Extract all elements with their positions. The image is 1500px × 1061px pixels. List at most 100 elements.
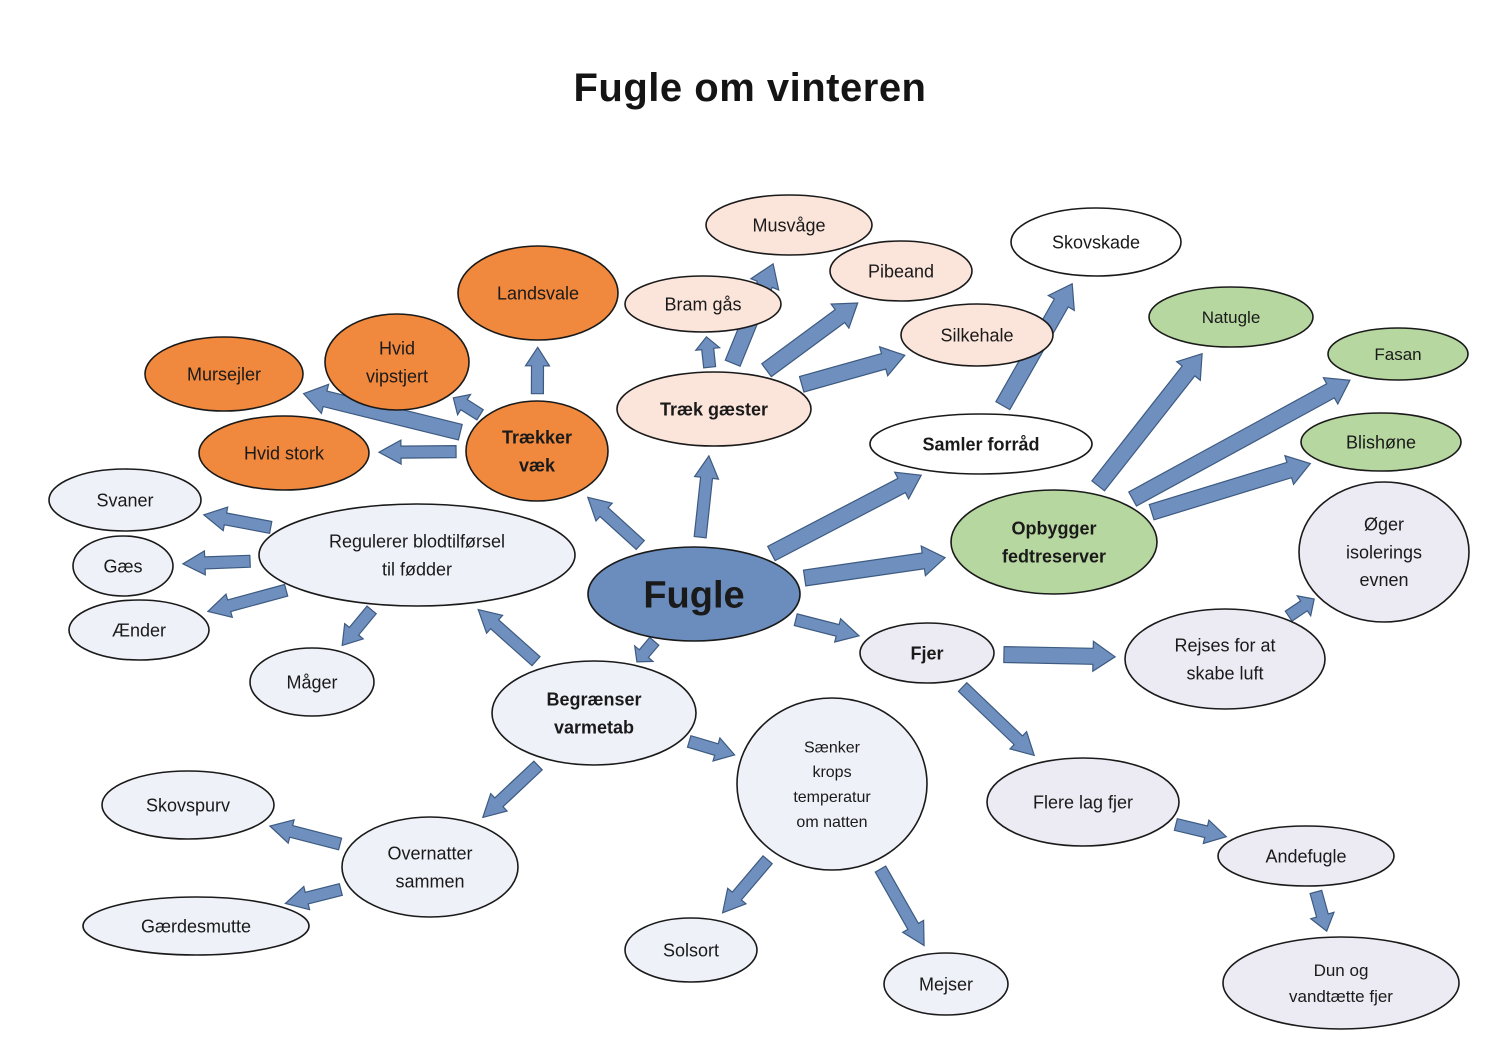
node-label-samler-forrad: Samler forråd bbox=[922, 434, 1039, 454]
arrow-overnatter-to-gardesmutte bbox=[284, 882, 344, 911]
node-label-mejser: Mejser bbox=[919, 974, 973, 994]
node-shape-skovspurv bbox=[101, 770, 275, 840]
arrow-trakker-vak-to-hvid-vipstjert bbox=[452, 393, 485, 421]
node-label-skovspurv: Skovspurv bbox=[146, 795, 230, 815]
node-label-musvage: Musvåge bbox=[752, 215, 825, 235]
node-label-hvid-stork: Hvid stork bbox=[244, 443, 325, 463]
arrow-regulerer-to-svaner bbox=[202, 506, 273, 535]
node-label-ander: Ænder bbox=[112, 620, 166, 640]
node-shape-blishone bbox=[1300, 412, 1462, 472]
node-label-pibeand: Pibeand bbox=[868, 261, 934, 281]
node-label-svaner: Svaner bbox=[96, 490, 153, 510]
node-hvid-stork: Hvid stork bbox=[198, 415, 370, 491]
arrow-opbygger-to-natugle bbox=[1091, 352, 1203, 492]
node-label-flere-lag: Flere lag fjer bbox=[1033, 792, 1133, 812]
node-label-fugle: Fugle bbox=[643, 574, 744, 616]
node-svaner: Svaner bbox=[48, 468, 202, 532]
node-label-rejses: skabe luft bbox=[1186, 663, 1263, 683]
node-shape-fugle bbox=[587, 546, 801, 642]
arrows-layer bbox=[181, 262, 1351, 947]
node-shape-hvid-stork bbox=[198, 415, 370, 491]
arrow-trakker-vak-to-landsvale bbox=[524, 346, 551, 395]
node-shape-regulerer bbox=[258, 503, 576, 607]
node-shape-mager bbox=[249, 647, 375, 717]
node-shape-bram-gas bbox=[624, 275, 782, 333]
node-shape-rejses bbox=[1124, 608, 1326, 710]
node-label-opbygger: Opbygger bbox=[1011, 518, 1096, 538]
node-shape-flere-lag bbox=[986, 757, 1180, 847]
node-label-mursejler: Mursejler bbox=[187, 364, 261, 384]
node-shape-hvid-vipstjert bbox=[324, 313, 470, 411]
arrow-begranser-to-overnatter bbox=[481, 760, 544, 819]
node-label-dun: vandtætte fjer bbox=[1289, 987, 1393, 1006]
arrow-flere-lag-to-andefugle bbox=[1173, 817, 1228, 845]
node-label-silkehale: Silkehale bbox=[940, 325, 1013, 345]
node-label-sanker: Sænker bbox=[804, 739, 861, 756]
arrow-regulerer-to-gas bbox=[181, 549, 251, 576]
node-label-overnatter: sammen bbox=[395, 871, 464, 891]
node-samler-forrad: Samler forråd bbox=[869, 413, 1093, 475]
node-mager: Måger bbox=[249, 647, 375, 717]
node-shape-svaner bbox=[48, 468, 202, 532]
node-shape-musvage bbox=[705, 194, 873, 256]
node-bram-gas: Bram gås bbox=[624, 275, 782, 333]
arrow-trakker-vak-to-mursejler bbox=[302, 383, 463, 441]
diagram-title: Fugle om vinteren bbox=[573, 66, 927, 110]
arrow-andefugle-to-dun bbox=[1309, 889, 1335, 933]
node-label-blishone: Blishøne bbox=[1346, 432, 1416, 452]
node-shape-pibeand bbox=[829, 240, 973, 302]
node-shape-trakker-vak bbox=[465, 400, 609, 502]
arrow-overnatter-to-skovspurv bbox=[268, 818, 343, 851]
arrow-fjer-to-rejses bbox=[1003, 640, 1117, 673]
node-shape-andefugle bbox=[1217, 825, 1395, 887]
node-label-gas: Gæs bbox=[103, 556, 142, 576]
node-label-fjer: Fjer bbox=[910, 643, 943, 663]
node-skovskade: Skovskade bbox=[1010, 207, 1182, 277]
node-label-landsvale: Landsvale bbox=[497, 283, 579, 303]
node-shape-silkehale bbox=[900, 303, 1054, 367]
arrow-fugle-to-fjer bbox=[793, 613, 861, 643]
node-label-overnatter: Overnatter bbox=[387, 843, 472, 863]
node-shape-sanker bbox=[736, 697, 928, 871]
node-shape-gardesmutte bbox=[82, 896, 310, 956]
node-label-mager: Måger bbox=[286, 672, 337, 692]
node-label-fasan: Fasan bbox=[1374, 345, 1421, 364]
arrow-fugle-to-begranser bbox=[633, 636, 660, 663]
node-shape-opbygger bbox=[950, 489, 1158, 595]
node-landsvale: Landsvale bbox=[457, 245, 619, 341]
arrow-trak-gaster-to-silkehale bbox=[798, 345, 906, 393]
node-flere-lag: Flere lag fjer bbox=[986, 757, 1180, 847]
node-shape-samler-forrad bbox=[869, 413, 1093, 475]
arrow-sanker-to-mejser bbox=[874, 865, 925, 947]
node-shape-trak-gaster bbox=[616, 371, 812, 447]
node-musvage: Musvåge bbox=[705, 194, 873, 256]
arrow-rejses-to-oger bbox=[1284, 595, 1315, 622]
node-label-trak-gaster: Træk gæster bbox=[660, 399, 768, 419]
arrow-trakker-vak-to-hvid-stork bbox=[377, 439, 457, 466]
arrow-trak-gaster-to-pibeand bbox=[760, 302, 859, 378]
node-label-andefugle: Andefugle bbox=[1265, 846, 1346, 866]
node-shape-solsort bbox=[624, 917, 758, 983]
node-label-sanker: temperatur bbox=[793, 789, 871, 806]
node-mursejler: Mursejler bbox=[144, 336, 304, 412]
node-label-sanker: krops bbox=[812, 764, 851, 781]
node-label-begranser: varmetab bbox=[554, 717, 634, 737]
node-label-sanker: om natten bbox=[796, 814, 867, 831]
arrow-begranser-to-sanker bbox=[686, 734, 736, 762]
node-label-oger: Øger bbox=[1364, 514, 1404, 534]
arrow-sanker-to-solsort bbox=[721, 855, 774, 914]
node-fasan: Fasan bbox=[1327, 327, 1469, 381]
node-andefugle: Andefugle bbox=[1217, 825, 1395, 887]
node-natugle: Natugle bbox=[1148, 286, 1314, 348]
node-shape-fjer bbox=[859, 622, 995, 684]
node-label-trakker-vak: Trækker bbox=[502, 427, 572, 447]
node-shape-mejser bbox=[883, 952, 1009, 1016]
node-label-regulerer: Regulerer blodtilførsel bbox=[329, 531, 505, 551]
node-label-hvid-vipstjert: vipstjert bbox=[366, 366, 428, 386]
node-ander: Ænder bbox=[68, 599, 210, 661]
